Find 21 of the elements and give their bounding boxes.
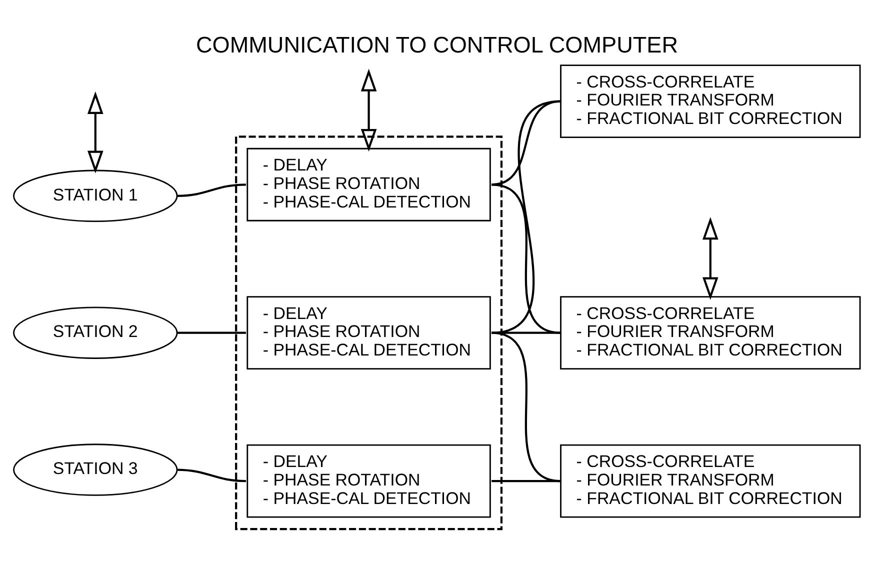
cluster	[235, 135, 503, 530]
connector	[176, 331, 246, 334]
connector	[491, 331, 561, 482]
node-box: - CROSS-CORRELATE - FOURIER TRANSFORM - FRACTIONAL BIT CORRECTION	[560, 444, 861, 518]
node-ellipse: STATION 2	[13, 306, 178, 358]
arrow	[87, 90, 104, 173]
arrow	[360, 68, 377, 152]
node-box: - DELAY - PHASE ROTATION - PHASE-CAL DETECTION	[246, 296, 491, 370]
diagram-title: COMMUNICATION TO CONTROL COMPUTER	[196, 32, 678, 57]
node-ellipse: STATION 3	[13, 443, 178, 496]
connector	[491, 183, 561, 334]
node-box: - CROSS-CORRELATE - FOURIER TRANSFORM - FRACTIONAL BIT CORRECTION	[560, 296, 861, 370]
connector	[491, 100, 561, 334]
connector	[176, 183, 246, 196]
arrow	[702, 216, 718, 300]
node-ellipse: STATION 1	[13, 169, 178, 222]
node-box: - DELAY - PHASE ROTATION - PHASE-CAL DETECTION	[246, 444, 491, 518]
node-box: - CROSS-CORRELATE - FOURIER TRANSFORM - FRACTIONAL BIT CORRECTION	[560, 64, 861, 138]
node-box: - DELAY - PHASE ROTATION - PHASE-CAL DETECTION	[246, 147, 491, 221]
connector	[176, 468, 246, 482]
connector	[492, 480, 561, 482]
